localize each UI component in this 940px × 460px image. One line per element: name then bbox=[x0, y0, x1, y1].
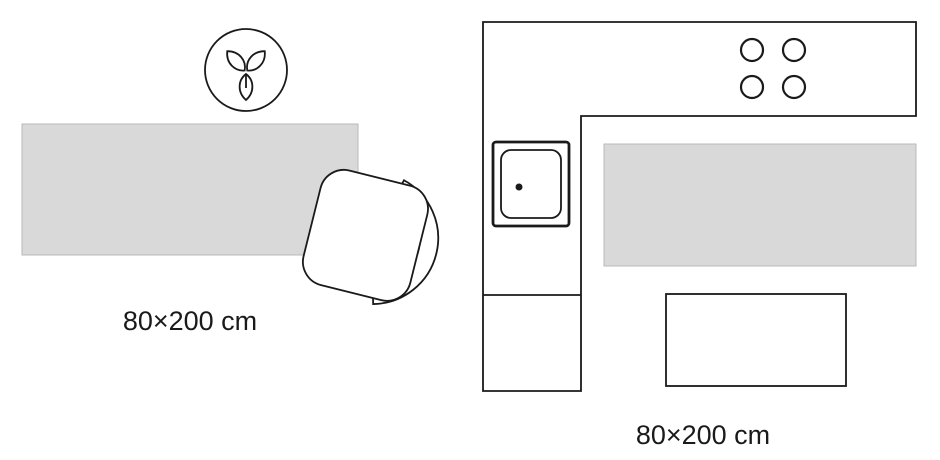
plant-icon bbox=[204, 28, 288, 112]
leaf bbox=[238, 72, 254, 102]
hob-burner bbox=[739, 37, 765, 63]
hob-burner bbox=[781, 37, 807, 63]
kitchen-scene: 80×200 cm bbox=[482, 21, 917, 450]
sink-basin bbox=[500, 149, 562, 219]
sink-outer bbox=[491, 140, 571, 228]
hob-burners-icon bbox=[739, 37, 807, 100]
runner-rug-right bbox=[603, 143, 917, 267]
runner-rug-left bbox=[21, 123, 359, 256]
leaf bbox=[246, 50, 266, 72]
armchair bbox=[302, 168, 440, 305]
size-label-right: 80×200 cm bbox=[636, 420, 770, 450]
kitchen-table bbox=[665, 293, 847, 387]
hob-burner bbox=[739, 74, 765, 100]
sink-icon bbox=[491, 140, 571, 228]
hob-burner bbox=[781, 74, 807, 100]
sink-drain bbox=[515, 183, 523, 191]
plant-leaves bbox=[226, 50, 266, 102]
leaf bbox=[226, 50, 246, 72]
kitchen-counter-outline bbox=[482, 21, 917, 392]
living-room-scene: 80×200 cm bbox=[21, 28, 440, 336]
size-label-left: 80×200 cm bbox=[123, 306, 257, 336]
armchair-seat bbox=[302, 168, 429, 302]
plant-circle bbox=[204, 28, 288, 112]
